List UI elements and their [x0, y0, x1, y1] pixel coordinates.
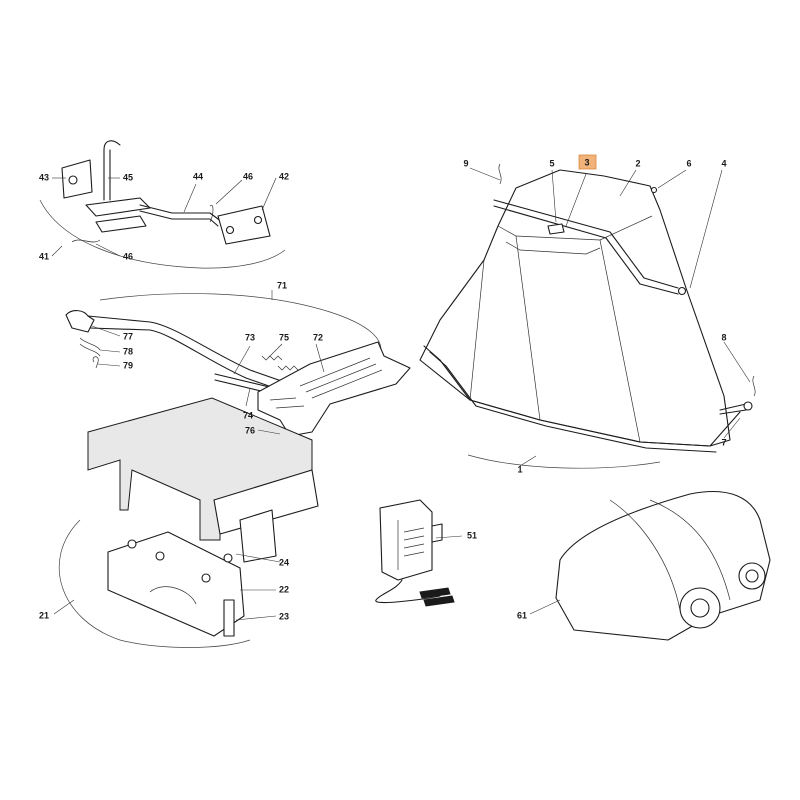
callout-43[interactable]: 43: [39, 172, 49, 182]
leader-lines: [51, 167, 751, 621]
lift-lever-assembly: [65, 293, 411, 441]
callout-1[interactable]: 1: [517, 464, 522, 474]
callout-22[interactable]: 22: [279, 584, 289, 594]
callout-2[interactable]: 2: [635, 158, 640, 168]
callout-46-top[interactable]: 46: [243, 171, 253, 181]
callout-5[interactable]: 5: [549, 158, 554, 168]
callout-79[interactable]: 79: [123, 360, 133, 370]
callout-73[interactable]: 73: [245, 332, 255, 342]
highlighted-callout-box: [578, 154, 597, 170]
callout-76[interactable]: 76: [245, 425, 255, 435]
callout-3[interactable]: 3: [584, 157, 589, 167]
callout-41[interactable]: 41: [39, 251, 49, 261]
callout-labels: 43 45 44 46 42 41 46 71 77 78 79 73 75 7…: [39, 154, 727, 621]
callout-75[interactable]: 75: [279, 332, 289, 342]
callout-78[interactable]: 78: [123, 346, 133, 356]
callout-77[interactable]: 77: [123, 331, 133, 341]
callout-72[interactable]: 72: [313, 332, 323, 342]
callout-23[interactable]: 23: [279, 611, 289, 621]
tractor-cover: [555, 490, 771, 641]
callout-46-bottom[interactable]: 46: [123, 251, 133, 261]
callout-4[interactable]: 4: [721, 158, 726, 168]
callout-21[interactable]: 21: [39, 610, 49, 620]
weight-frame-assembly: [58, 397, 319, 648]
callout-8[interactable]: 8: [721, 332, 726, 342]
callout-51[interactable]: 51: [467, 530, 477, 540]
callout-61[interactable]: 61: [517, 610, 527, 620]
grass-catcher-assembly: [419, 163, 756, 469]
callout-42[interactable]: 42: [279, 171, 289, 181]
callout-71[interactable]: 71: [277, 280, 287, 290]
callout-24[interactable]: 24: [279, 557, 289, 567]
callout-45[interactable]: 45: [123, 172, 133, 182]
battery-charger: [375, 499, 455, 607]
callout-74[interactable]: 74: [243, 410, 253, 420]
callout-6[interactable]: 6: [686, 158, 691, 168]
callout-9[interactable]: 9: [463, 158, 468, 168]
callout-44[interactable]: 44: [193, 171, 203, 181]
hitch-bracket-assembly: [39, 140, 286, 269]
callout-7[interactable]: 7: [721, 437, 726, 447]
